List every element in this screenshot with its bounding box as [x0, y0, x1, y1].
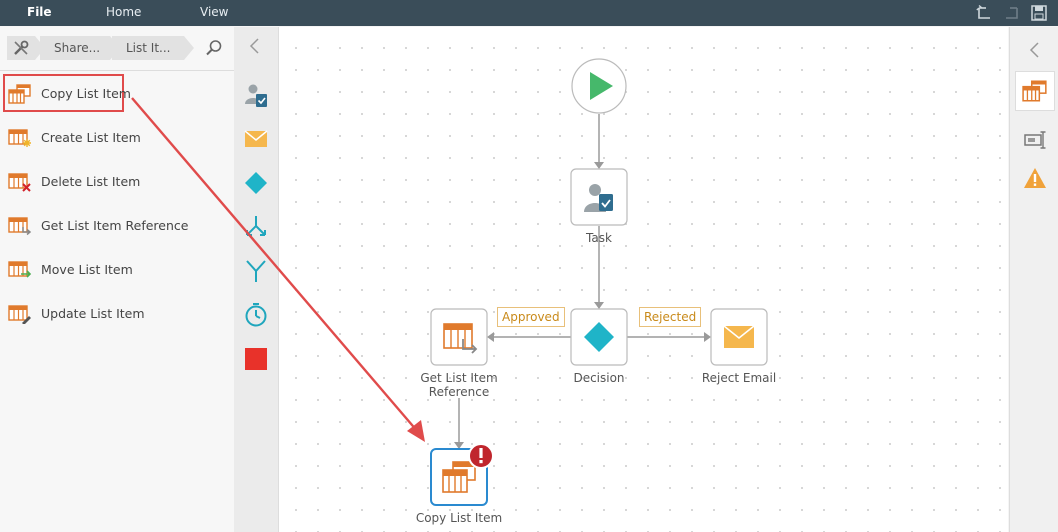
- timer-icon[interactable]: [243, 302, 269, 328]
- toolbox: [234, 27, 279, 532]
- workflow-canvas[interactable]: [279, 27, 1008, 532]
- reject-email-label: Reject Email: [701, 371, 777, 385]
- menu-bar: File Home View: [0, 0, 1058, 26]
- redo-icon[interactable]: [1002, 4, 1020, 22]
- copy-list-item-label: Copy List Item: [415, 511, 503, 525]
- email-icon[interactable]: [243, 126, 269, 152]
- menu-home[interactable]: Home: [106, 5, 142, 19]
- decision-label: Decision: [573, 371, 625, 385]
- action-create-list-item[interactable]: Create List Item: [0, 116, 234, 160]
- breadcrumb-item-label: Share...: [54, 41, 101, 55]
- end-icon[interactable]: [243, 346, 269, 372]
- breadcrumb: Share... List It...: [0, 27, 234, 71]
- search-icon[interactable]: [205, 39, 223, 57]
- action-label: Move List Item: [41, 262, 133, 277]
- merge-icon[interactable]: [243, 258, 269, 284]
- action-label: Update List Item: [41, 306, 145, 321]
- get-list-item-reference-icon: [8, 217, 32, 236]
- delete-list-item-icon: [8, 173, 31, 192]
- split-icon[interactable]: [243, 214, 269, 240]
- get-list-item-reference-label-line2: Reference: [428, 385, 490, 399]
- move-list-item-icon: [8, 261, 32, 278]
- get-list-item-reference-label-line1: Get List Item: [420, 371, 498, 385]
- task-label: Task: [586, 231, 612, 245]
- get-list-item-reference-label: Get List Item Reference: [399, 371, 519, 399]
- collapse-left-icon[interactable]: [246, 37, 264, 55]
- user-task-icon[interactable]: [243, 82, 269, 108]
- properties-panel: [1009, 27, 1058, 532]
- warning-icon[interactable]: [1023, 167, 1047, 189]
- breadcrumb-root[interactable]: [7, 36, 47, 60]
- menu-view[interactable]: View: [200, 5, 229, 19]
- action-get-list-item-reference[interactable]: Get List Item Reference: [0, 204, 234, 248]
- action-update-list-item[interactable]: Update List Item: [0, 292, 234, 336]
- copy-list-item-icon: [8, 84, 31, 104]
- action-label: Copy List Item: [41, 86, 131, 101]
- collapse-right-icon[interactable]: [1026, 41, 1044, 59]
- form-field-icon[interactable]: [1023, 129, 1047, 151]
- breadcrumb-item-list-items[interactable]: List It...: [112, 36, 196, 60]
- tab-action-properties[interactable]: [1015, 71, 1055, 111]
- action-label: Create List Item: [41, 130, 141, 145]
- branch-label-rejected[interactable]: Rejected: [639, 307, 702, 327]
- action-delete-list-item[interactable]: Delete List Item: [0, 160, 234, 204]
- create-list-item-icon: [8, 129, 31, 147]
- undo-icon[interactable]: [976, 4, 994, 22]
- breadcrumb-item-sharepoint[interactable]: Share...: [40, 36, 122, 60]
- highlight-box: [3, 74, 124, 112]
- action-label: Delete List Item: [41, 174, 141, 189]
- save-icon[interactable]: [1030, 4, 1048, 22]
- tools-icon: [14, 40, 29, 55]
- action-copy-list-item[interactable]: Copy List Item: [0, 72, 234, 116]
- breadcrumb-item-label: List It...: [126, 41, 171, 55]
- action-move-list-item[interactable]: Move List Item: [0, 248, 234, 292]
- update-list-item-icon: [8, 305, 31, 324]
- decision-icon[interactable]: [243, 170, 269, 196]
- menu-file[interactable]: File: [27, 5, 52, 19]
- branch-label-approved[interactable]: Approved: [497, 307, 565, 327]
- action-panel: Share... List It... Copy List Item: [0, 27, 235, 532]
- action-label: Get List Item Reference: [41, 218, 189, 233]
- copy-list-item-icon: [1022, 80, 1047, 102]
